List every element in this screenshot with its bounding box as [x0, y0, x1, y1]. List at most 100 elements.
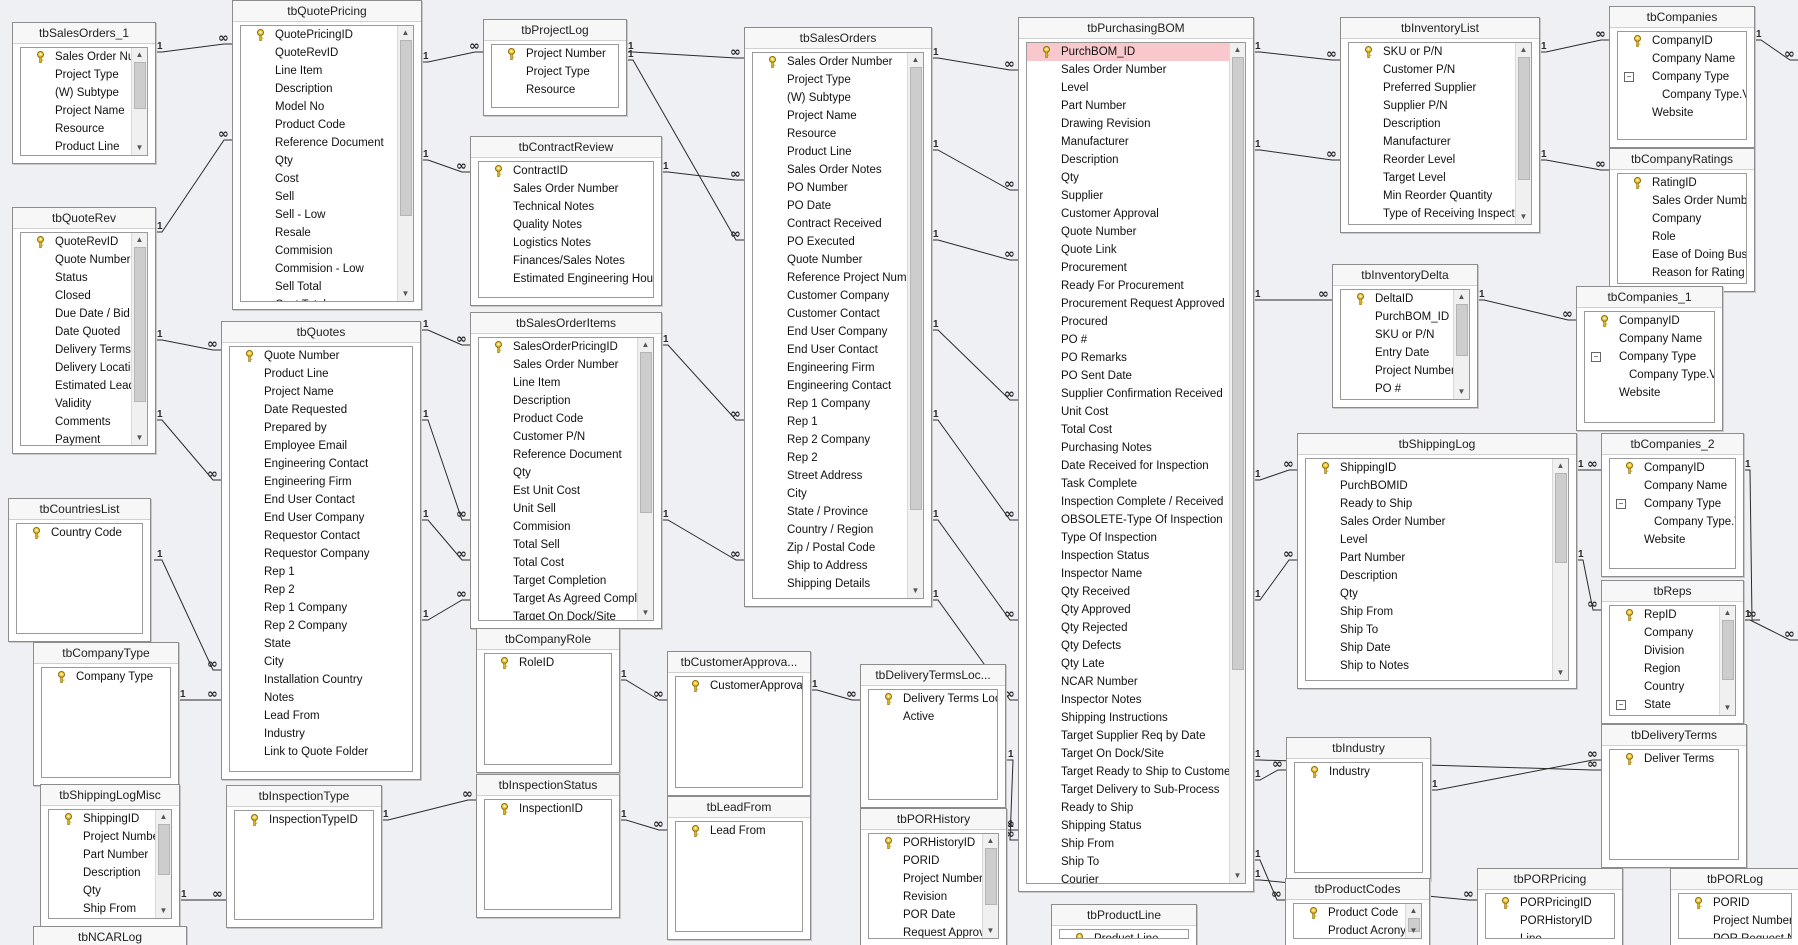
primary-key-field[interactable]: DeltaID — [1341, 290, 1453, 308]
primary-key-field[interactable]: RepID — [1610, 606, 1719, 624]
field-list[interactable]: InspectionTypeID — [234, 810, 374, 920]
field-row[interactable]: Product Code — [241, 116, 397, 134]
table-title[interactable]: tbDeliveryTerms — [1602, 725, 1746, 746]
relationship-line[interactable] — [1538, 159, 1609, 171]
field-row[interactable]: Sell — [241, 188, 397, 206]
field-row[interactable]: Country — [1610, 678, 1719, 696]
field-row[interactable]: Part Number — [49, 846, 155, 864]
field-row[interactable]: Reference Project Number — [753, 269, 907, 287]
field-row[interactable]: State — [230, 635, 412, 653]
primary-key-field[interactable]: Project Number — [492, 45, 618, 63]
field-row[interactable]: Reference Document — [479, 446, 637, 464]
field-row[interactable]: Sell - Low — [241, 206, 397, 224]
field-row[interactable]: Engineering Firm — [230, 473, 412, 491]
field-row[interactable]: Entry Date — [1341, 344, 1453, 362]
vertical-scrollbar[interactable]: ▲▼ — [397, 26, 413, 301]
relationship-line[interactable] — [1252, 469, 1297, 481]
field-row[interactable]: Quote Number — [1027, 223, 1229, 241]
field-row[interactable]: Target On Dock/Site — [479, 608, 637, 620]
scroll-thumb[interactable] — [1408, 918, 1420, 932]
field-row[interactable]: Company Name — [1610, 477, 1735, 495]
scroll-down-arrow-icon[interactable]: ▼ — [641, 608, 650, 617]
field-row[interactable]: Manufacturer — [1349, 133, 1515, 151]
field-row[interactable]: Inspector Notes — [1027, 691, 1229, 709]
primary-key-field[interactable]: PORPricingID — [1486, 894, 1614, 912]
field-row[interactable]: Supplier Confirmation Received — [1027, 385, 1229, 403]
field-row[interactable]: Ship To — [1027, 853, 1229, 871]
table-title[interactable]: tbProductLine — [1052, 905, 1196, 926]
field-row[interactable]: Engineering Contact — [230, 455, 412, 473]
table-title[interactable]: tbCompanies — [1610, 7, 1754, 28]
field-row[interactable]: PO Executed — [753, 233, 907, 251]
field-row[interactable]: Ship From — [1027, 835, 1229, 853]
scroll-thumb[interactable] — [400, 40, 412, 216]
relationship-line[interactable] — [930, 149, 1018, 191]
field-row[interactable]: Reference Document — [241, 134, 397, 152]
field-row[interactable]: Company Type.Value — [1585, 366, 1714, 384]
table-title[interactable]: tbCompanyRatings — [1610, 149, 1754, 170]
field-list[interactable]: Company Type — [41, 667, 171, 778]
field-row[interactable]: Revision — [869, 888, 982, 906]
primary-key-field[interactable]: Country Code — [17, 524, 142, 542]
table-title[interactable]: tbQuoteRev — [13, 208, 155, 229]
field-row[interactable]: Ready to Ship — [1027, 799, 1229, 817]
field-row[interactable]: Project Type — [492, 63, 618, 81]
field-row[interactable]: Ship To — [1306, 621, 1552, 639]
relationship-line[interactable] — [420, 519, 470, 561]
scroll-down-arrow-icon[interactable]: ▼ — [1233, 871, 1242, 880]
field-row[interactable]: Estimated Lead — [21, 377, 131, 395]
field-row[interactable]: Installation Country — [230, 671, 412, 689]
scroll-thumb[interactable] — [1456, 304, 1468, 356]
field-row[interactable]: Request Approved — [869, 924, 982, 938]
scroll-up-arrow-icon[interactable]: ▲ — [135, 235, 144, 244]
relationship-line[interactable] — [420, 329, 470, 346]
relationship-line[interactable] — [660, 171, 744, 181]
field-row[interactable]: Delivery Terms — [21, 341, 131, 359]
relationship-line[interactable] — [1252, 51, 1340, 61]
field-row[interactable]: Product Code — [479, 410, 637, 428]
field-row[interactable]: Country / Region — [753, 521, 907, 539]
field-row[interactable]: Qty — [241, 152, 397, 170]
field-row[interactable]: State / Province — [753, 503, 907, 521]
field-row[interactable]: Closed — [21, 287, 131, 305]
field-row[interactable]: Manufacturer — [1027, 133, 1229, 151]
field-row[interactable]: Rep 2 Company — [753, 431, 907, 449]
field-row[interactable]: SKU or P/N — [1341, 326, 1453, 344]
field-row[interactable]: POR Date — [869, 906, 982, 924]
field-row[interactable]: Notes — [230, 689, 412, 707]
scroll-up-arrow-icon[interactable]: ▲ — [1233, 45, 1242, 54]
relationship-line[interactable] — [625, 51, 744, 59]
table-title[interactable]: tbCompanies_2 — [1602, 434, 1743, 455]
primary-key-field[interactable]: PORID — [1679, 894, 1791, 912]
field-row[interactable]: Supplier — [1027, 187, 1229, 205]
scroll-down-arrow-icon[interactable]: ▼ — [159, 906, 168, 915]
field-list[interactable]: Deliver Terms — [1609, 749, 1739, 860]
field-row[interactable]: Project Number — [49, 828, 155, 846]
field-row[interactable]: Target Delivery to Sub-Process — [1027, 781, 1229, 799]
primary-key-field[interactable]: CompanyID — [1610, 459, 1735, 477]
scroll-thumb[interactable] — [158, 824, 170, 875]
field-row[interactable]: Sales Order Number — [1306, 513, 1552, 531]
relationship-line[interactable] — [1476, 299, 1576, 321]
primary-key-field[interactable]: ShippingID — [49, 810, 155, 828]
field-row[interactable]: Status — [21, 269, 131, 287]
field-list[interactable]: Lead From — [675, 821, 803, 932]
relationship-line[interactable] — [154, 339, 221, 351]
scroll-thumb[interactable] — [1722, 620, 1734, 680]
field-row[interactable]: PO Remarks — [1027, 349, 1229, 367]
